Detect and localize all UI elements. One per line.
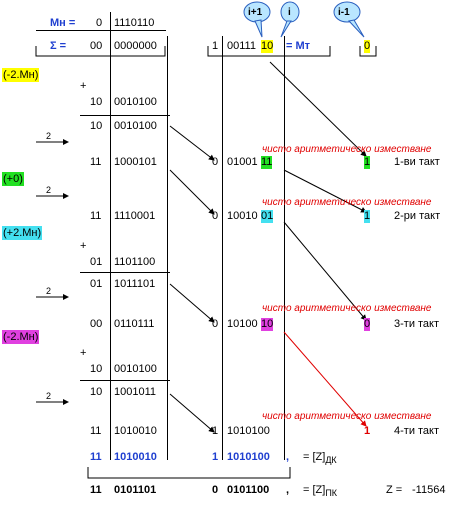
acc-sign: 10 bbox=[90, 120, 103, 132]
add-bits: 0010100 bbox=[114, 363, 157, 375]
extra-bit: 1 bbox=[364, 425, 371, 437]
divider-line bbox=[110, 12, 111, 460]
mn-sign: 0 bbox=[96, 17, 103, 29]
acc-bits: 1011101 bbox=[114, 278, 156, 290]
add-bits: 1101100 bbox=[114, 256, 156, 268]
result-dk-bits: 1010010 bbox=[114, 451, 157, 463]
add-sign: 10 bbox=[90, 363, 103, 375]
divider-line bbox=[284, 36, 285, 460]
acc-bits: 1010010 bbox=[114, 425, 157, 437]
shift-note: чисто аритметическо изместване bbox=[262, 197, 432, 208]
result-pk-m-bits: 0101100 bbox=[227, 484, 270, 496]
cycle-label: 3-ти такт bbox=[394, 318, 440, 330]
acc-sign: 11 bbox=[90, 210, 102, 222]
sum-line bbox=[80, 380, 170, 381]
acc-sign: 11 bbox=[90, 425, 102, 437]
acc-bits: 1110001 bbox=[114, 210, 156, 222]
result-dk-m-sign: 1 bbox=[212, 451, 219, 463]
add-bits: 0010100 bbox=[114, 96, 157, 108]
mult-bits-b: 10 bbox=[261, 318, 274, 331]
plus-sign: + bbox=[80, 240, 87, 252]
cycle-label: 4-ти такт bbox=[394, 425, 440, 437]
mult-bits-a: 10100 bbox=[227, 318, 258, 330]
shift-label: 2 bbox=[46, 286, 52, 296]
bubble-i: i bbox=[288, 7, 291, 18]
mult-bits-b: 11 bbox=[261, 156, 273, 169]
result-dk-label: = [Z]ДК bbox=[303, 451, 337, 466]
sum-line bbox=[80, 115, 170, 116]
acc-sign: 01 bbox=[90, 278, 103, 290]
add-sign: 01 bbox=[90, 256, 103, 268]
mt-sign: 1 bbox=[212, 40, 219, 52]
mt-label: = Мт bbox=[286, 40, 311, 52]
op-plus-0: (+0) bbox=[2, 172, 24, 186]
cycle-label: 2-ри такт bbox=[394, 210, 441, 222]
mt-bits-b: 10 bbox=[261, 40, 274, 53]
mn-bits: 1110110 bbox=[114, 17, 155, 29]
sum-sign: 00 bbox=[90, 40, 103, 52]
z-value: -11564 bbox=[412, 484, 446, 496]
mult-sign: 0 bbox=[212, 318, 219, 330]
acc-sign: 10 bbox=[90, 386, 103, 398]
header-underline bbox=[36, 30, 166, 31]
add-sign: 10 bbox=[90, 96, 103, 108]
mult-bits-a: 10010 bbox=[227, 210, 258, 222]
result-pk-bits: 0101101 bbox=[114, 484, 157, 496]
result-pk-m-sign: 0 bbox=[212, 484, 219, 496]
bubble-i-plus-1: i+1 bbox=[248, 7, 263, 18]
bubble-i-minus-1: i-1 bbox=[338, 7, 350, 18]
shift-note: чисто аритметическо изместване bbox=[262, 303, 432, 314]
result-pk-sign: 11 bbox=[90, 484, 102, 496]
result-dk-comma: , bbox=[286, 451, 290, 463]
mult-bits-b: 01 bbox=[261, 210, 274, 223]
sum-bits: 0000000 bbox=[114, 40, 157, 52]
plus-sign: + bbox=[80, 347, 87, 359]
op-plus-2mn: (+2.Мн) bbox=[2, 226, 43, 240]
divider-line bbox=[222, 36, 223, 460]
acc-sign: 00 bbox=[90, 318, 103, 330]
acc-sign: 11 bbox=[90, 156, 102, 168]
mult-sign: 1 bbox=[212, 425, 219, 437]
shift-label: 2 bbox=[46, 185, 52, 195]
mult-sign: 0 bbox=[212, 210, 219, 222]
mult-sign: 0 bbox=[212, 156, 219, 168]
shift-label: 2 bbox=[46, 391, 52, 401]
acc-bits: 1001011 bbox=[114, 386, 157, 398]
op-minus-2mn: (-2.Мн) bbox=[2, 68, 40, 82]
divider-line bbox=[167, 36, 168, 460]
sum-line bbox=[80, 272, 170, 273]
shift-label: 2 bbox=[46, 131, 52, 141]
plus-sign: + bbox=[80, 80, 87, 92]
result-dk-m-bits: 1010100 bbox=[227, 451, 270, 463]
result-pk-comma: , bbox=[286, 484, 290, 496]
extra-bit: 0 bbox=[364, 318, 371, 331]
shift-note: чисто аритметическо изместване bbox=[262, 411, 432, 422]
z-label: Z = bbox=[386, 484, 403, 496]
extra-bit: 1 bbox=[364, 156, 371, 169]
mult-bits: 1010100 bbox=[227, 425, 270, 437]
mt-bits-a: 00111 bbox=[227, 40, 256, 52]
shift-note: чисто аритметическо изместване bbox=[262, 144, 432, 155]
mn-label: Мн = bbox=[50, 17, 76, 29]
acc-bits: 0110111 bbox=[114, 318, 155, 330]
op-minus-2mn-second: (-2.Мн) bbox=[2, 330, 40, 344]
extra-bit: 1 bbox=[364, 210, 371, 223]
mult-bits-a: 01001 bbox=[227, 156, 258, 168]
result-dk-sign: 11 bbox=[90, 451, 102, 463]
acc-bits: 1000101 bbox=[114, 156, 157, 168]
acc-bits: 0010100 bbox=[114, 120, 157, 132]
sum-label: Σ = bbox=[50, 40, 67, 52]
extra-bit-initial: 0 bbox=[364, 40, 371, 53]
result-pk-label: = [Z]ПК bbox=[303, 484, 338, 499]
cycle-label: 1-ви такт bbox=[394, 156, 440, 168]
